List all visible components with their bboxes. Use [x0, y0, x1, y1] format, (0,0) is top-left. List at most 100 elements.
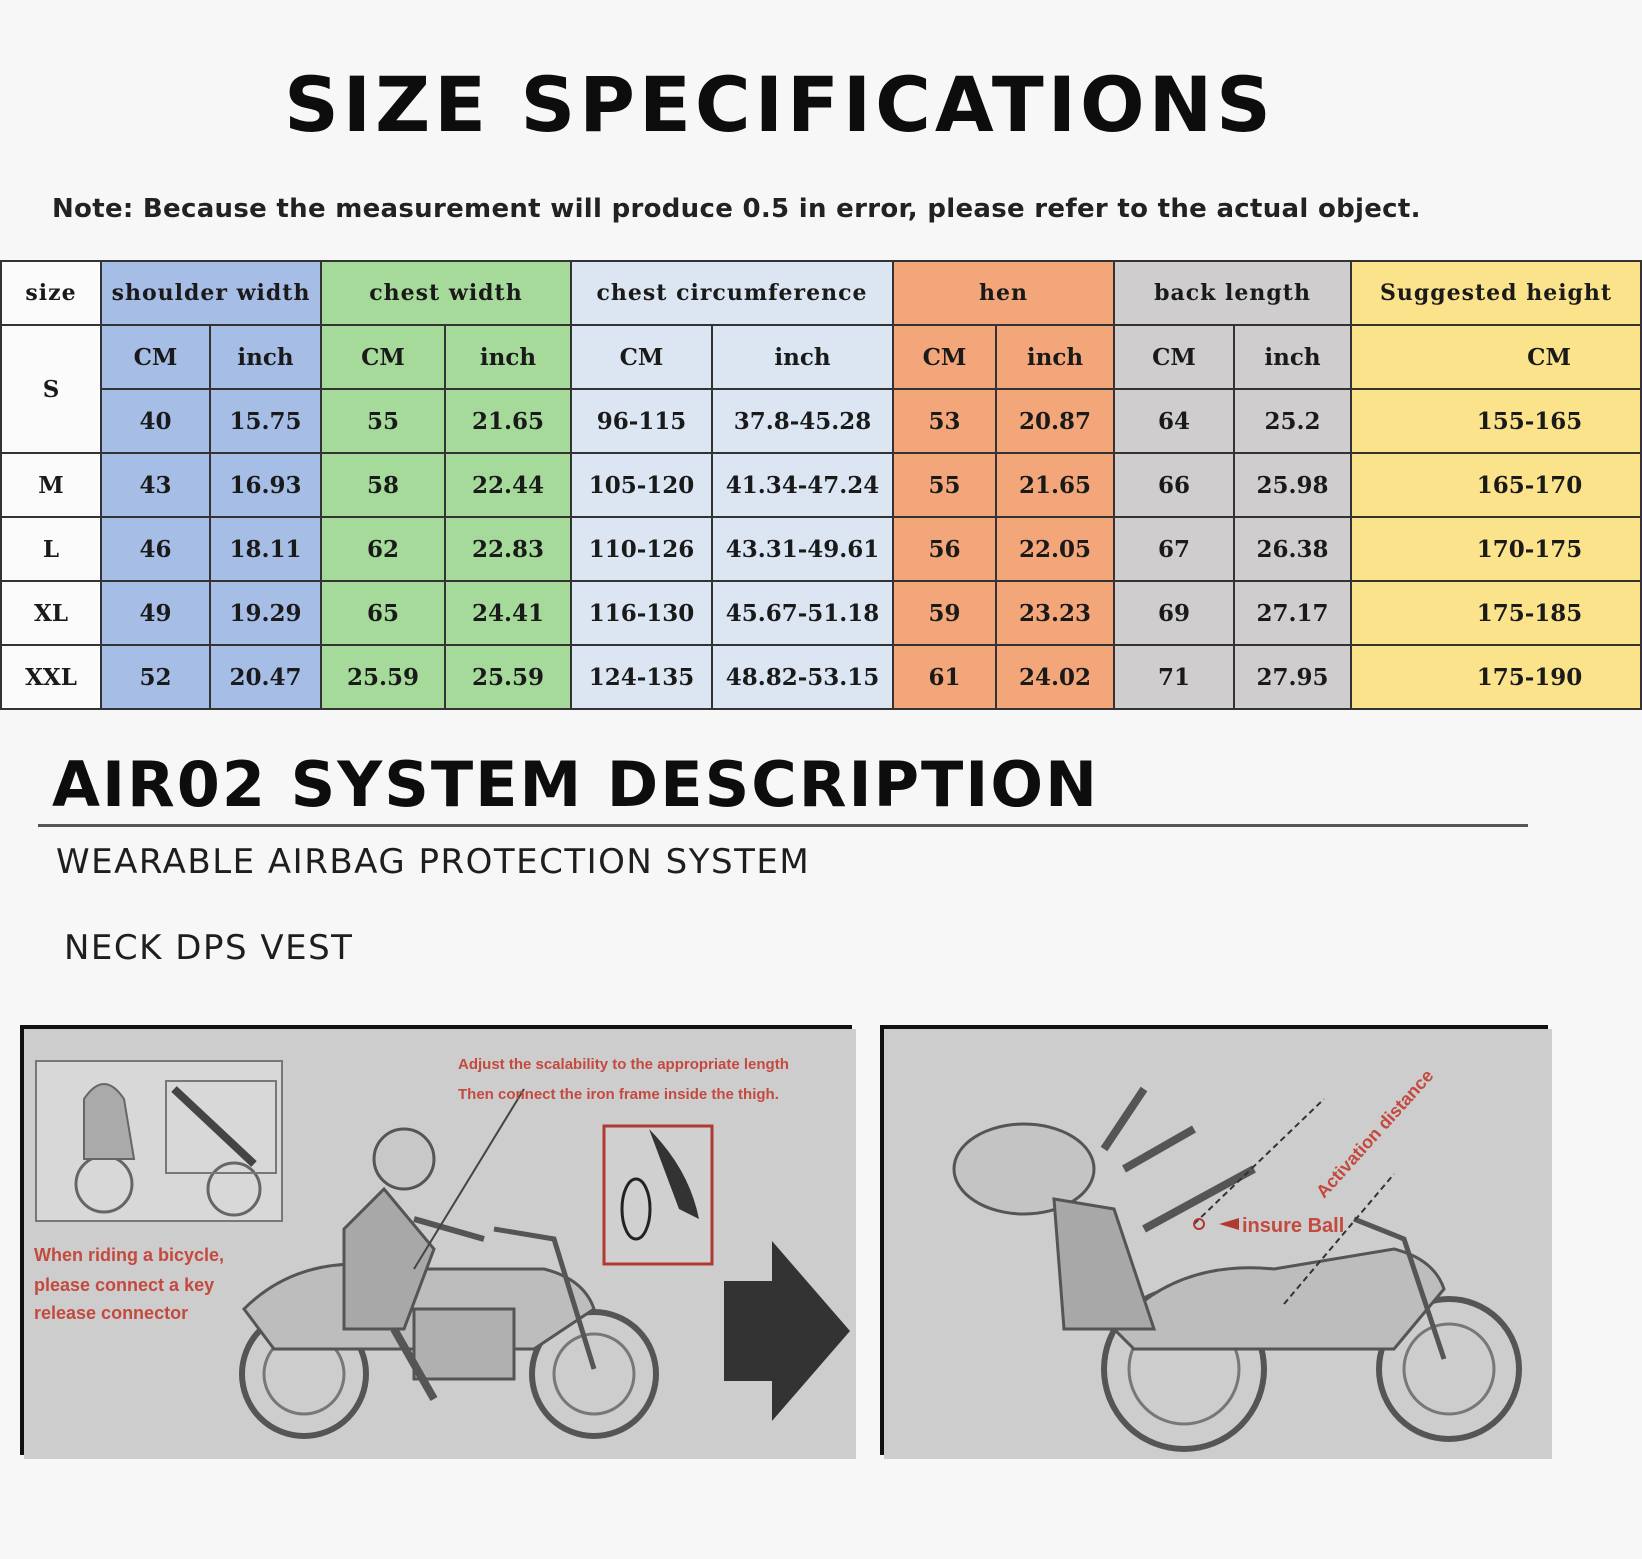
- front-wheel: [529, 1309, 659, 1439]
- size-table: size shoulder width chest width chest ci…: [0, 260, 1642, 710]
- panel-riding-setup: Adjust the scalability to the appropriat…: [20, 1025, 856, 1459]
- header-suggested-height: Suggested height: [1350, 260, 1642, 326]
- inset-rider: [35, 1060, 283, 1222]
- chest-width-inch-cell: 22.83: [444, 516, 572, 582]
- instruction-line1: Adjust the scalability to the appropriat…: [458, 1056, 789, 1073]
- chest-width-cm-cell: 25.59: [320, 644, 446, 710]
- chest-circ-inch-cell: 43.31-49.61: [710, 516, 895, 582]
- unit-inch: inch: [995, 324, 1116, 390]
- back-cm-cell: 69: [1113, 580, 1236, 646]
- size-cell: S: [0, 324, 102, 454]
- instruction-line2: Then connect the iron frame inside the t…: [458, 1086, 779, 1103]
- size-cell: M: [0, 452, 102, 518]
- chest-circ-cm-cell: 124-135: [570, 644, 713, 710]
- activation-illustration: insure Ball Activation distance: [884, 1029, 1552, 1459]
- riding-note-line1: When riding a bicycle,: [34, 1245, 224, 1265]
- back-cm-cell: 71: [1113, 644, 1236, 710]
- riding-note-line2: please connect a key: [34, 1275, 214, 1295]
- hem-inch-cell: 23.23: [995, 580, 1116, 646]
- unit-cm: CM: [100, 324, 211, 390]
- chest-width-cm-cell: 58: [320, 452, 446, 518]
- unit-cm: CM: [1113, 324, 1236, 390]
- unit-cm: CM: [892, 324, 998, 390]
- inflated-airbag: [952, 1122, 1096, 1216]
- shoulder-cm-cell: 40: [100, 388, 211, 454]
- chest-circ-cm-cell: 110-126: [570, 516, 713, 582]
- back-cm-cell: 64: [1113, 388, 1236, 454]
- hem-cm-cell: 53: [892, 388, 998, 454]
- hem-inch-cell: 22.05: [995, 516, 1116, 582]
- shoulder-inch-cell: 16.93: [209, 452, 322, 518]
- chest-circ-cm-cell: 116-130: [570, 580, 713, 646]
- chest-width-cm-cell: 55: [320, 388, 446, 454]
- unit-cm: CM: [570, 324, 713, 390]
- system-subtitle: WEARABLE AIRBAG PROTECTION SYSTEM: [56, 842, 811, 882]
- table-row-s: 40 15.75 55 21.65 96-115 37.8-45.28 53 2…: [1, 388, 1642, 454]
- hem-cm-cell: 59: [892, 580, 998, 646]
- rider-helmet: [372, 1127, 436, 1191]
- height-cm-cell: 175-185: [1350, 580, 1642, 646]
- arrow-right-icon: [724, 1241, 850, 1421]
- hem-cm-cell: 55: [892, 452, 998, 518]
- divider: [38, 824, 1528, 827]
- unit-cm: CM: [1350, 324, 1642, 390]
- back-inch-cell: 25.2: [1233, 388, 1353, 454]
- chest-circ-cm-cell: 105-120: [570, 452, 713, 518]
- hem-cm-cell: 61: [892, 644, 998, 710]
- header-chest-width: chest width: [320, 260, 572, 326]
- measurement-note: Note: Because the measurement will produ…: [52, 194, 1421, 224]
- unit-inch: inch: [1233, 324, 1353, 390]
- unit-inch: inch: [209, 324, 322, 390]
- shoulder-inch-cell: 19.29: [209, 580, 322, 646]
- shoulder-inch-cell: 15.75: [209, 388, 322, 454]
- table-header-row: size shoulder width chest width chest ci…: [0, 260, 1642, 326]
- chest-width-inch-cell: 22.44: [444, 452, 572, 518]
- chest-width-inch-cell: 21.65: [444, 388, 572, 454]
- hem-inch-cell: 21.65: [995, 452, 1116, 518]
- unit-inch: inch: [444, 324, 572, 390]
- header-shoulder-width: shoulder width: [100, 260, 322, 326]
- size-table-container: size shoulder width chest width chest ci…: [0, 260, 1642, 710]
- header-back-length: back length: [1113, 260, 1353, 326]
- chest-circ-cm-cell: 96-115: [570, 388, 713, 454]
- chest-width-inch-cell: 24.41: [444, 580, 572, 646]
- shoulder-inch-cell: 18.11: [209, 516, 322, 582]
- unit-inch: inch: [710, 324, 895, 390]
- product-name: NECK DPS VEST: [64, 928, 354, 968]
- chest-circ-inch-cell: 41.34-47.24: [710, 452, 895, 518]
- chest-circ-inch-cell: 48.82-53.15: [710, 644, 895, 710]
- page-title: SIZE SPECIFICATIONS: [284, 60, 1275, 149]
- size-cell: XL: [0, 580, 102, 646]
- chest-width-cm-cell: 62: [320, 516, 446, 582]
- height-cm-cell: 170-175: [1350, 516, 1642, 582]
- back-inch-cell: 27.17: [1233, 580, 1353, 646]
- shoulder-cm-cell: 52: [100, 644, 211, 710]
- shoulder-cm-cell: 49: [100, 580, 211, 646]
- header-size: size: [0, 260, 102, 326]
- header-hem: hen: [892, 260, 1116, 326]
- riding-setup-illustration: Adjust the scalability to the appropriat…: [24, 1029, 856, 1459]
- chest-width-cm-cell: 65: [320, 580, 446, 646]
- hem-inch-cell: 24.02: [995, 644, 1116, 710]
- chest-circ-inch-cell: 45.67-51.18: [710, 580, 895, 646]
- table-unit-row: S CM inch CM inch CM inch CM inch CM inc…: [0, 324, 1642, 454]
- back-inch-cell: 25.98: [1233, 452, 1353, 518]
- height-cm-cell: 155-165: [1350, 388, 1642, 454]
- back-inch-cell: 27.95: [1233, 644, 1353, 710]
- shoulder-inch-cell: 20.47: [209, 644, 322, 710]
- hem-inch-cell: 20.87: [995, 388, 1116, 454]
- height-cm-cell: 175-190: [1350, 644, 1642, 710]
- height-cm-cell: 165-170: [1350, 452, 1642, 518]
- back-cm-cell: 66: [1113, 452, 1236, 518]
- size-cell: XXL: [0, 644, 102, 710]
- back-cm-cell: 67: [1113, 516, 1236, 582]
- system-title: AIR02 SYSTEM DESCRIPTION: [52, 748, 1099, 821]
- panel-activation: insure Ball Activation distance: [880, 1025, 1552, 1459]
- chest-width-inch-cell: 25.59: [444, 644, 572, 710]
- front-wheel: [1376, 1296, 1522, 1442]
- size-cell: L: [0, 516, 102, 582]
